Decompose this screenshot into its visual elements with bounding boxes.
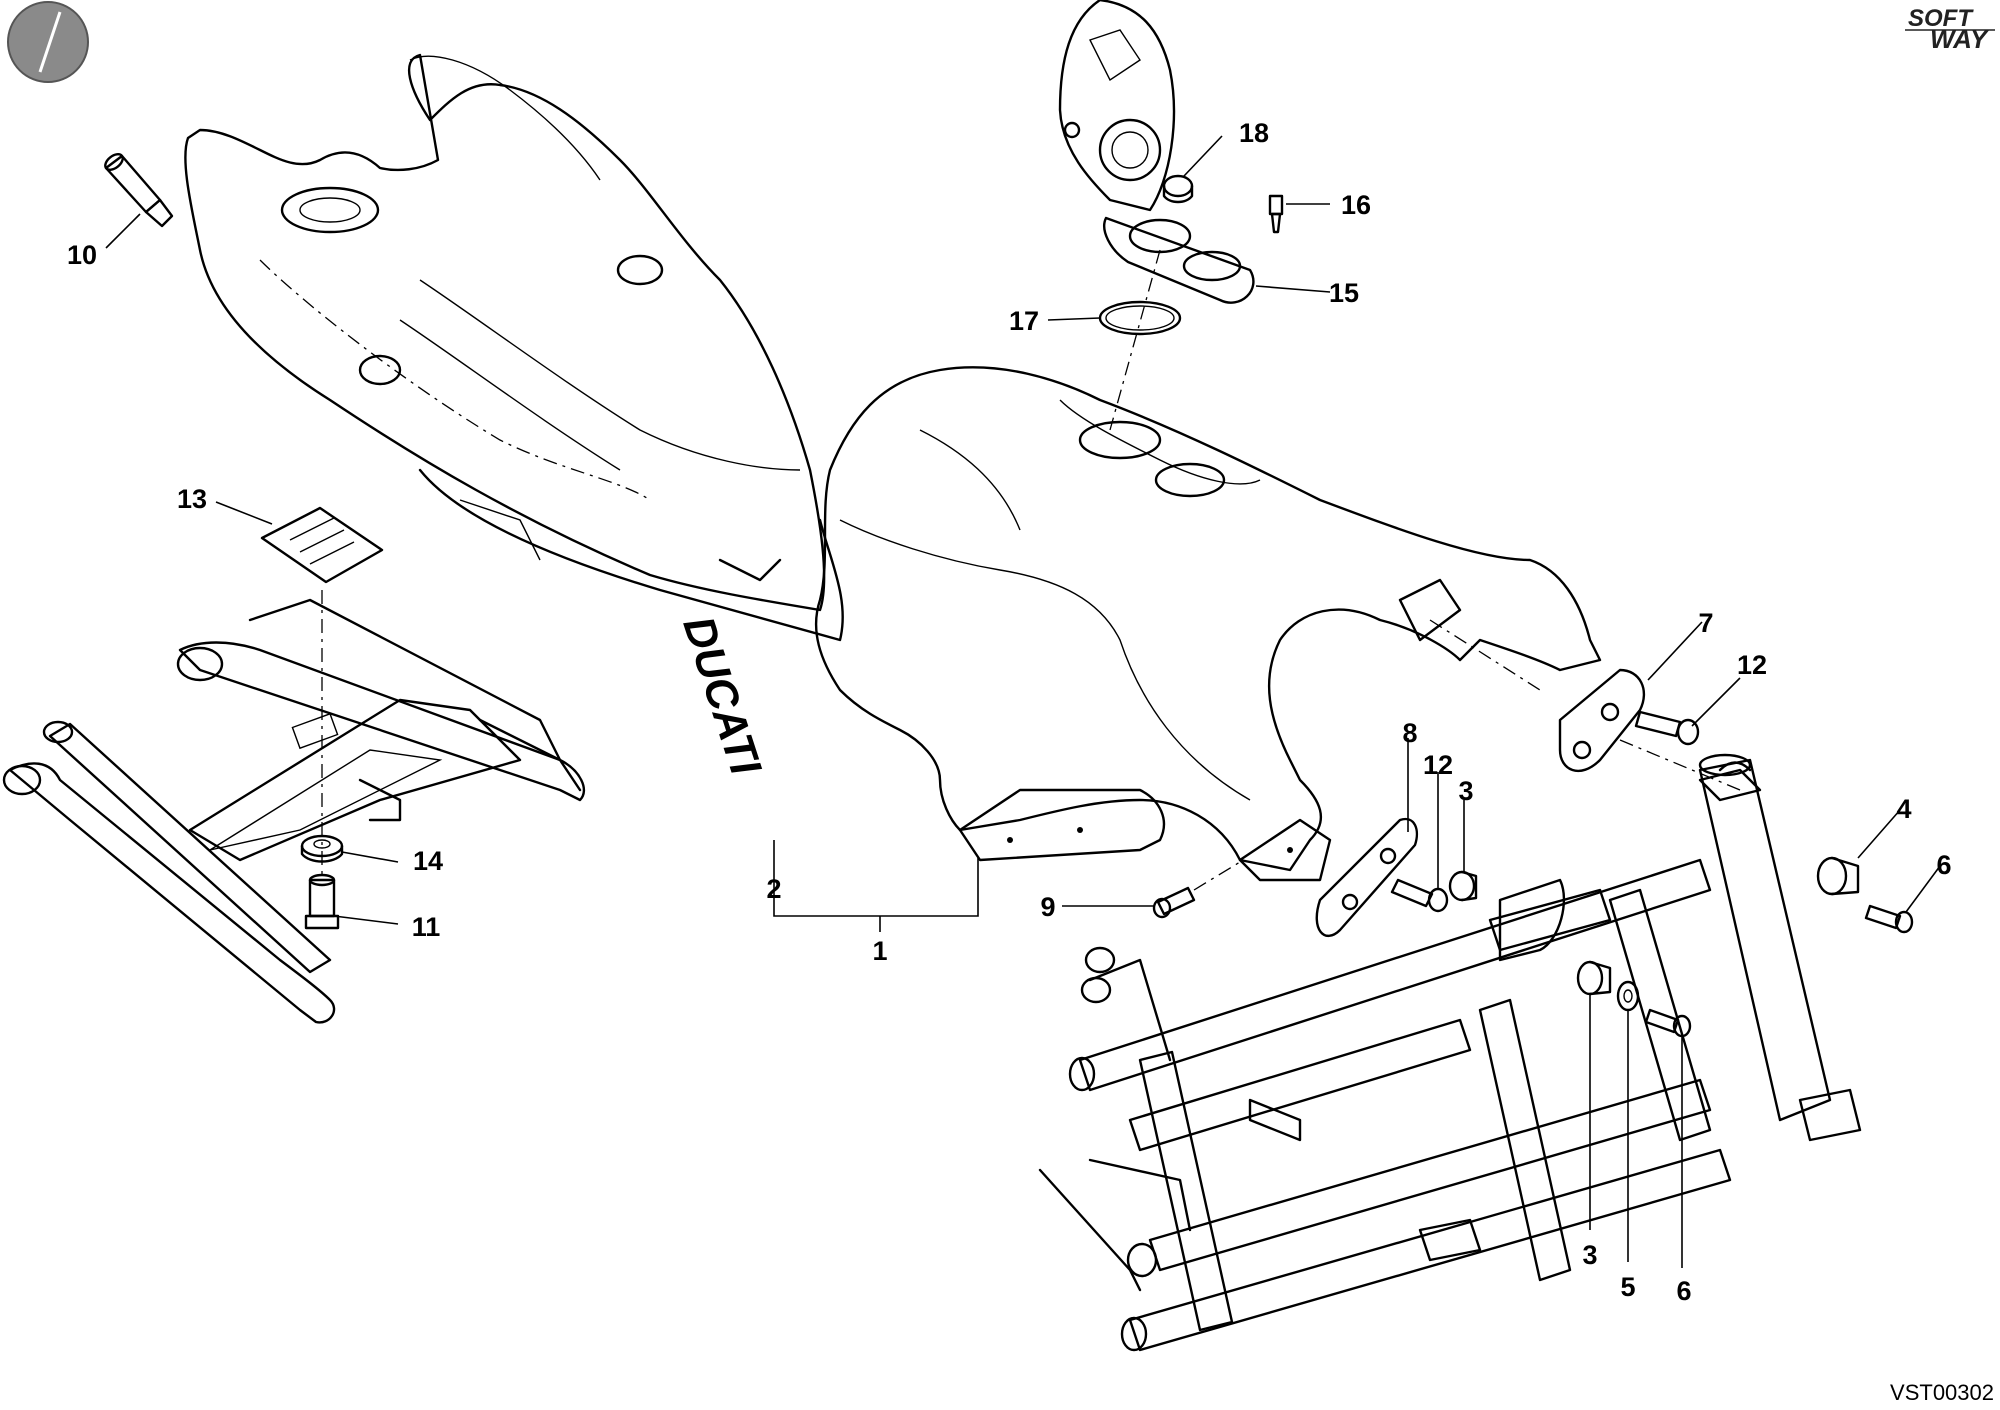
ducati-decal-text: DUCATI <box>673 610 770 781</box>
part-4-bushing <box>1816 856 1860 896</box>
callout-16: 16 <box>1341 190 1371 220</box>
callout-12-lower: 12 <box>1423 750 1453 780</box>
callout-12-upper: 12 <box>1737 650 1767 680</box>
callout-17: 17 <box>1009 306 1039 336</box>
axis-line-cap <box>1109 249 1161 431</box>
callout-15: 15 <box>1329 278 1359 308</box>
part-12-bolt-upper <box>1634 710 1700 746</box>
part-6-screw-upper <box>1864 904 1914 934</box>
callout-6-lower: 6 <box>1676 1276 1691 1306</box>
callout-8: 8 <box>1402 718 1417 748</box>
part-16-screw <box>1268 194 1284 234</box>
fuel-cap-lid <box>1058 0 1176 212</box>
leader-lines <box>105 135 1941 1268</box>
part-11-bolt <box>304 873 340 930</box>
part-6-screw-lower <box>1644 1008 1692 1038</box>
drawing-code: VST00302 <box>1890 1380 1994 1405</box>
part-3-bushing-lower <box>1576 960 1612 996</box>
part-10-pin <box>104 153 174 228</box>
callout-labels: 1 2 3 3 4 5 6 6 7 8 9 10 11 12 12 13 14 … <box>67 118 1952 1306</box>
part-9-screw <box>1152 886 1196 919</box>
part-5-washer <box>1616 980 1640 1012</box>
main-frame <box>1038 753 1862 1352</box>
callout-2: 2 <box>766 874 781 904</box>
part-13-pad <box>260 506 384 584</box>
callout-3-lower: 3 <box>1582 1240 1597 1270</box>
softway-logo-line1: SOFT <box>1908 5 1974 32</box>
axis-line-7 <box>1429 619 1541 691</box>
callout-1: 1 <box>872 936 887 966</box>
axis-line-7b <box>1619 739 1741 791</box>
callout-14: 14 <box>413 846 443 876</box>
callout-3-upper: 3 <box>1458 776 1473 806</box>
part-15-flange <box>1103 216 1255 304</box>
softway-logo-line2: WAY <box>1930 24 1990 54</box>
part-12-bolt-lower <box>1390 878 1449 913</box>
part-18-plug <box>1162 174 1194 204</box>
callout-5: 5 <box>1620 1272 1635 1302</box>
callout-11: 11 <box>412 912 441 942</box>
manufacturer-logo-icon <box>7 1 89 83</box>
part-3-bushing-upper <box>1448 870 1478 902</box>
rear-frame-left <box>2 598 586 1024</box>
callout-10: 10 <box>67 240 97 270</box>
callout-6-upper: 6 <box>1936 850 1951 880</box>
callout-18: 18 <box>1239 118 1269 148</box>
callout-13: 13 <box>177 484 207 514</box>
part-8-bracket <box>1315 817 1419 937</box>
part-17-o-ring <box>1098 300 1182 336</box>
part-1-fuel-tank <box>814 366 1602 882</box>
part-2-decal: DUCATI <box>673 610 770 781</box>
callout-9: 9 <box>1040 892 1055 922</box>
axis-line-9 <box>1193 861 1241 891</box>
callout-7: 7 <box>1698 608 1713 638</box>
tank-underside <box>184 53 844 642</box>
callout-4: 4 <box>1896 794 1911 824</box>
part-7-bracket <box>1558 668 1646 772</box>
softway-logo: SOFT WAY <box>1905 5 1995 54</box>
